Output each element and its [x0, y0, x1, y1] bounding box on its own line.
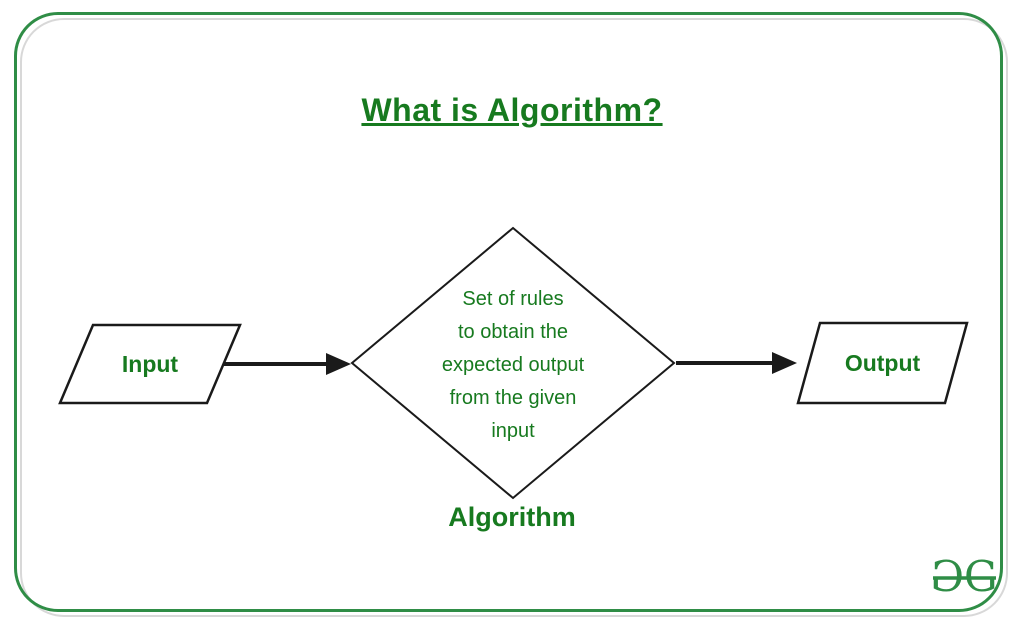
algorithm-diamond: [350, 226, 676, 500]
page-title: What is Algorithm?: [361, 92, 663, 128]
algorithm-node-description: Set of rules to obtain the expected outp…: [441, 287, 585, 442]
arrow-algorithm-to-output: [676, 352, 797, 374]
algorithm-node-label: Algorithm: [448, 502, 576, 532]
input-node-label: Input: [121, 350, 179, 377]
arrowhead-icon: [772, 352, 797, 374]
frame-shadow: [20, 18, 1008, 617]
rounded-frame-border: [14, 12, 1003, 612]
arrow-input-to-algorithm: [223, 353, 351, 375]
output-node-label: Output: [844, 349, 921, 376]
output-parallelogram: [796, 321, 969, 405]
arrowhead-icon: [326, 353, 351, 375]
input-parallelogram: [58, 323, 242, 405]
